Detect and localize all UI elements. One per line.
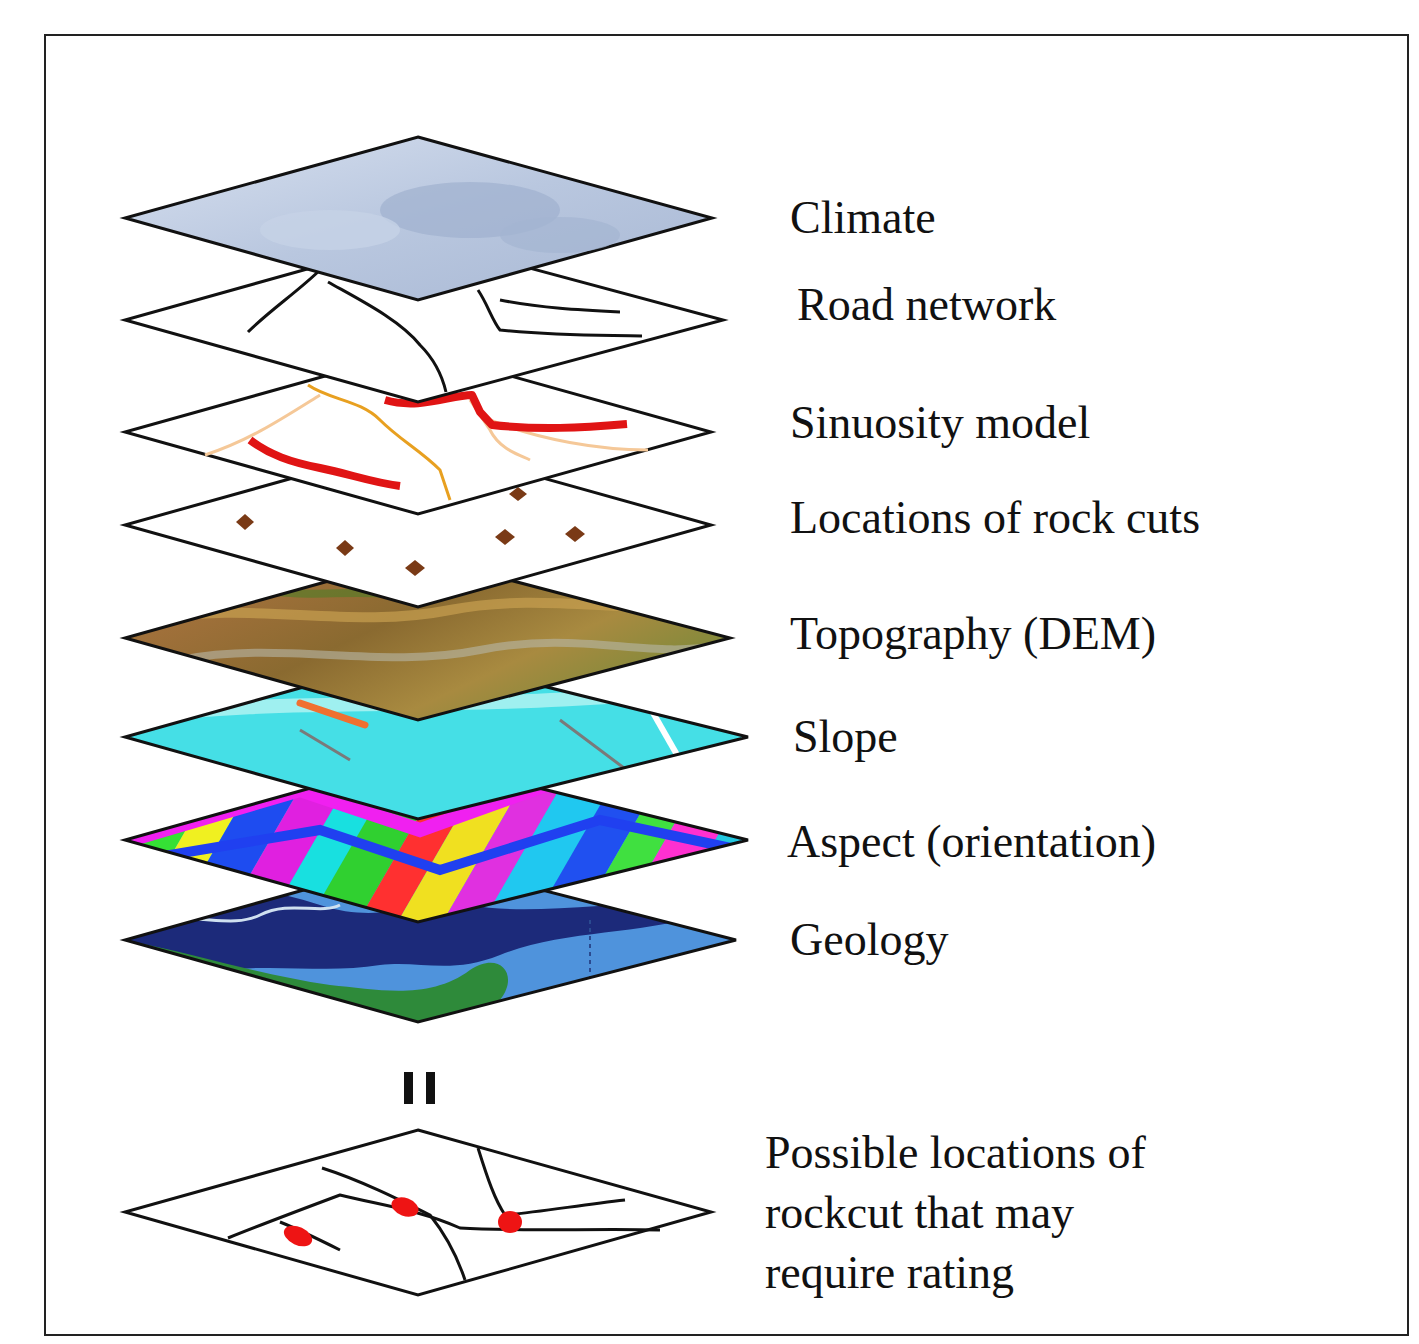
layer-label: Sinuosity model xyxy=(790,393,1090,453)
frame xyxy=(45,35,1408,1335)
result-layer xyxy=(125,1130,711,1295)
layer-label: Aspect (orientation) xyxy=(787,812,1156,872)
layer-label: Slope xyxy=(793,707,898,767)
layer-label: Road network xyxy=(797,275,1056,335)
layer-label: Possible locations of rockcut that may r… xyxy=(765,1123,1215,1303)
result-symbol xyxy=(404,1072,435,1104)
layer-label: Geology xyxy=(790,910,948,970)
climate-layer xyxy=(125,137,712,300)
layer-label: Topography (DEM) xyxy=(790,604,1156,664)
layer-label: Climate xyxy=(790,188,936,248)
layer-label: Locations of rock cuts xyxy=(790,488,1200,548)
